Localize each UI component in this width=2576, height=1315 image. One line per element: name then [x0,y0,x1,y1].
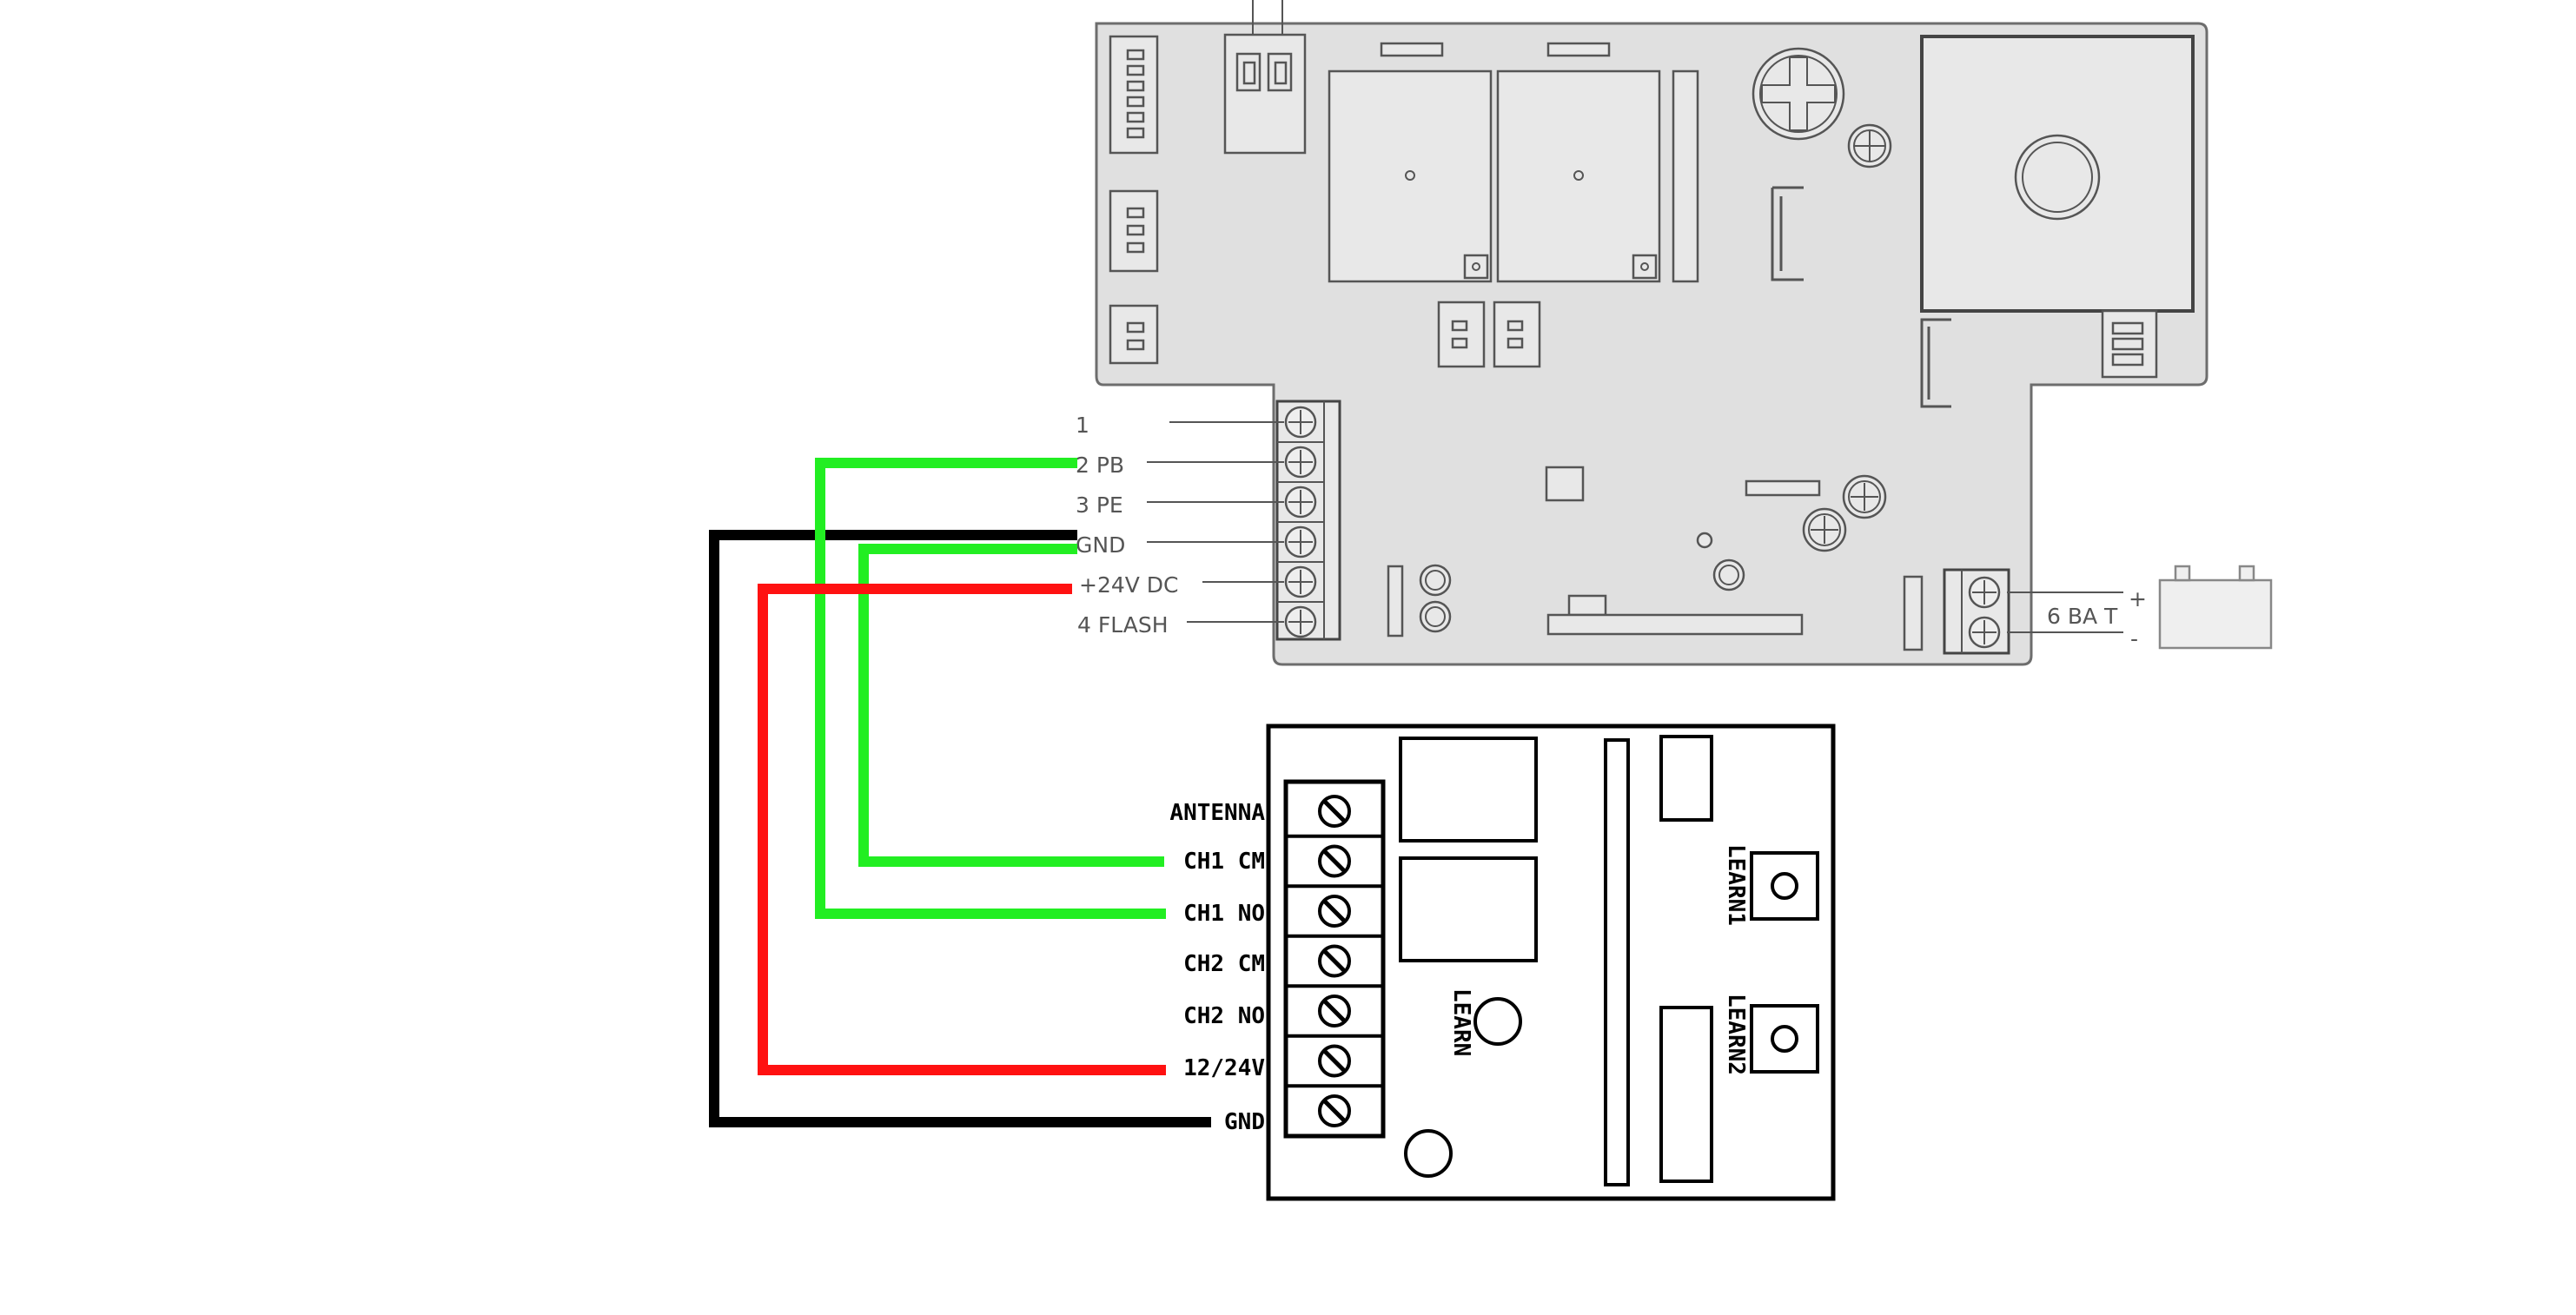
learn2-label: LEARN2 [1723,994,1749,1075]
terminal-label-2-pb: 2 PB [1076,453,1124,478]
terminal-screw [1284,605,1317,638]
small-connector-a [1437,301,1486,368]
wire-pb-to-ch1-no-green [815,458,1166,919]
vertical-header [1672,69,1699,283]
rx-terminal-screw [1286,884,1383,928]
led-mid [1712,558,1745,591]
learn-label: LEARN [1448,988,1474,1056]
receiver-terminal-labels: ANTENNA CH1 CM CH1 NO CH2 CM CH2 NO 12/2… [1169,800,1265,1135]
bottom-header [1546,613,1804,636]
terminal-label-3-pe: 3 PE [1076,492,1123,518]
relay-right [1496,42,1661,283]
terminal-screw [1284,486,1317,519]
switch-cap [1567,594,1607,617]
right-connector-3pin [2101,309,2158,379]
trim-screw-top [1847,123,1892,169]
battery-plus-label: + [2129,586,2147,611]
terminal-screw [1284,406,1317,439]
left-connector-3pin [1109,189,1159,273]
trim-screw-mid-b [1802,507,1847,552]
terminal-screws [1277,406,1324,638]
wire-gnd-to-ch1-cm-green [858,544,1164,867]
rx-terminal-screw [1286,834,1383,878]
learn1-button[interactable] [1750,851,1819,921]
fuse-right [1903,575,1924,651]
control-terminal-labels: 1 2 PB 3 PE GND +24V DC 4 FLASH [1076,413,1284,638]
terminal-label-gnd: GND [1076,532,1125,558]
receiver-component-top [1659,735,1713,822]
receiver-antenna-strip [1604,738,1630,1186]
wire-24v-to-12-24v-red [758,584,1166,1075]
receiver-module: LEARN LEARN1 LEARN2 [1266,724,1836,1201]
rx-label-ch2-cm: CH2 CM [1183,951,1265,977]
leds-pair [1419,564,1452,633]
terminal-screw [1284,446,1317,479]
terminal-label-4-flash: 4 FLASH [1077,612,1169,638]
rx-label-gnd: GND [1224,1109,1265,1135]
wires [709,458,1211,1127]
wire-gnd-black [709,530,1211,1127]
receiver-relay-top [1399,737,1538,843]
rx-label-ch1-cm: CH1 CM [1183,849,1265,875]
rx-label-antenna: ANTENNA [1169,800,1265,826]
receiver-led [1404,1129,1453,1178]
receiver-terminal-screws [1286,795,1383,1127]
rx-terminal-screw [1286,1034,1383,1078]
terminal-screw [1284,525,1317,558]
learn-button[interactable] [1473,997,1522,1046]
rx-label-12-24v: 12/24V [1183,1055,1265,1081]
small-connector-b [1493,301,1541,368]
rx-terminal-screw [1286,934,1383,978]
terminal-label-1: 1 [1076,413,1089,438]
transformer [1920,35,2195,313]
trim-screw-mid-a [1842,474,1887,519]
learn1-label: LEARN1 [1723,844,1749,926]
receiver-relay-bottom [1399,856,1538,962]
rx-label-ch1-no: CH1 NO [1183,901,1265,927]
battery-terminal-screw [1968,576,2001,609]
battery-terminal-screw [1968,616,2001,649]
rx-terminal-screw [1286,984,1383,1028]
rx-label-ch2-no: CH2 NO [1183,1003,1265,1029]
left-connector-2pin [1109,304,1159,365]
control-board [1095,0,2208,666]
terminal-screw [1284,565,1317,598]
battery-terminal-block [1943,568,2010,655]
led-small [1696,532,1713,549]
relay-left [1328,42,1493,283]
battery-minus-label: - [2130,626,2138,651]
bracket-right [1920,318,1951,408]
small-chip [1545,466,1585,502]
rx-terminal-screw [1286,1084,1383,1127]
terminal-label-24v-dc: +24V DC [1079,572,1179,598]
motor-connector [1223,0,1307,155]
rx-terminal-screw [1318,795,1351,828]
learn2-button[interactable] [1750,1004,1819,1074]
battery: + - 6 BA T [2007,565,2273,651]
receiver-component-bottom [1659,1006,1713,1183]
main-terminal-block [1275,400,1341,641]
left-connector-6pin [1109,35,1159,155]
jumper-header [1745,479,1821,497]
bracket-mid [1771,186,1804,281]
fuse-holder [1387,565,1404,638]
potentiometer-large [1752,47,1845,141]
battery-label: 6 BA T [2047,604,2118,629]
